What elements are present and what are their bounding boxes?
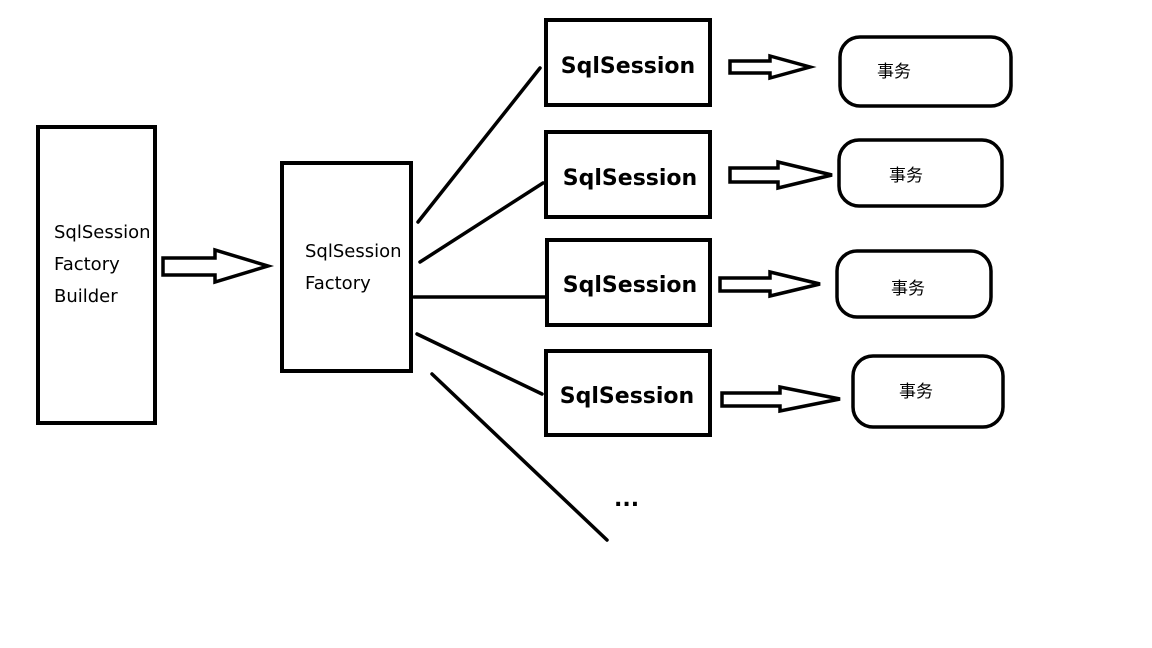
session-label: SqlSession	[561, 54, 695, 79]
factory-to-session-4-line	[415, 332, 544, 396]
transaction-box	[838, 35, 1013, 108]
transaction-label: 事务	[877, 62, 911, 82]
builder-node: SqlSession Factory Builder	[36, 125, 157, 425]
session-to-transaction-arrow	[728, 159, 833, 191]
session-row-1: SqlSession 事务	[544, 18, 1013, 108]
transaction-box	[835, 249, 993, 319]
session-box	[544, 130, 712, 219]
session-row-2: SqlSession 事务	[544, 130, 1004, 219]
session-box	[544, 349, 712, 437]
builder-to-factory-arrow	[161, 247, 275, 285]
session-label: SqlSession	[560, 384, 694, 409]
builder-label-line3: Builder	[54, 286, 118, 307]
builder-box	[36, 125, 157, 425]
builder-label-line2: Factory	[54, 254, 120, 275]
session-box	[545, 238, 712, 327]
more-sessions-ellipsis: ...	[614, 487, 639, 512]
builder-label-line1: SqlSession	[54, 222, 151, 243]
transaction-label: 事务	[889, 166, 923, 186]
factory-box	[280, 161, 413, 373]
session-row-3: SqlSession 事务	[545, 238, 993, 327]
factory-node: SqlSession Factory	[280, 161, 413, 373]
session-box	[544, 18, 712, 107]
transaction-box	[837, 138, 1004, 208]
session-to-transaction-arrow	[720, 384, 841, 414]
factory-label-line2: Factory	[305, 273, 371, 294]
session-to-transaction-arrow	[718, 269, 821, 299]
factory-to-more-line	[430, 372, 609, 542]
transaction-label: 事务	[891, 279, 925, 299]
transaction-label: 事务	[899, 382, 933, 402]
factory-to-session-1-line	[416, 66, 542, 224]
session-label: SqlSession	[563, 273, 697, 298]
session-row-4: SqlSession 事务	[544, 349, 1005, 437]
factory-to-session-2-line	[418, 181, 545, 264]
session-to-transaction-arrow	[728, 53, 817, 81]
transaction-box	[851, 354, 1005, 429]
factory-label-line1: SqlSession	[305, 241, 402, 262]
session-label: SqlSession	[563, 166, 697, 191]
